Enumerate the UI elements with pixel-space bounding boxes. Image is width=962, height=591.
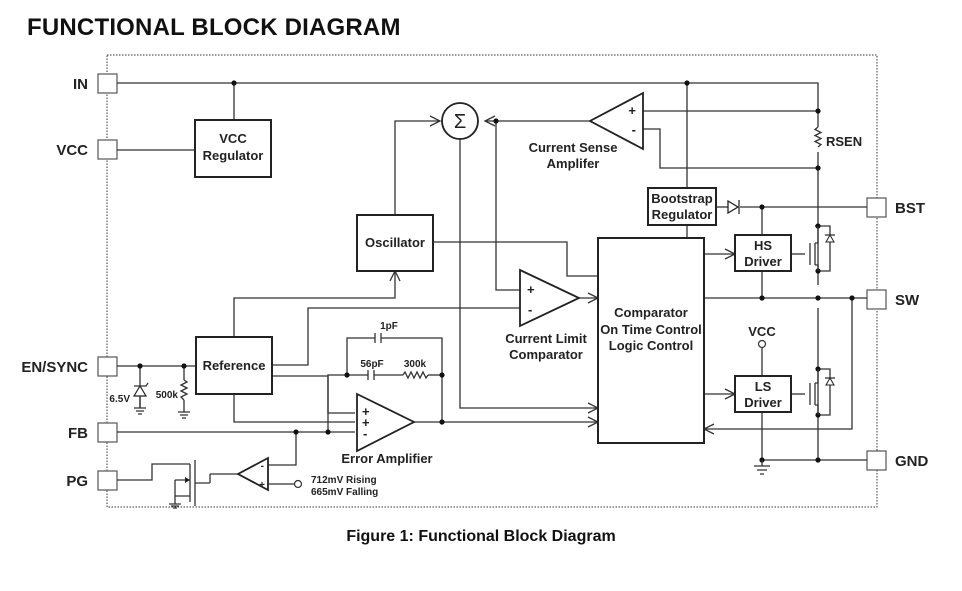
junction-dots bbox=[137, 80, 855, 463]
pin-bst: BST bbox=[866, 197, 925, 218]
svg-text:-: - bbox=[363, 426, 367, 441]
pg-mosfet-icon bbox=[169, 460, 211, 509]
svg-text:Amplifer: Amplifer bbox=[547, 156, 600, 171]
svg-text:665mV Falling: 665mV Falling bbox=[311, 487, 378, 498]
ls-vcc-node: VCC bbox=[748, 324, 776, 349]
svg-text:Comparator: Comparator bbox=[509, 347, 583, 362]
pin-fb: FB bbox=[68, 422, 118, 443]
pin-bst-label: BST bbox=[895, 200, 925, 217]
resistor-500k: 500k bbox=[156, 379, 190, 419]
pin-pg-label: PG bbox=[66, 473, 88, 490]
hs-mosfet-icon bbox=[815, 226, 835, 271]
svg-text:RSEN: RSEN bbox=[826, 134, 862, 149]
svg-text:HS: HS bbox=[754, 238, 772, 253]
diagram-heading: FUNCTIONAL BLOCK DIAGRAM bbox=[27, 14, 401, 41]
ls-driver-block: LS Driver bbox=[734, 375, 792, 413]
ground-icon bbox=[754, 460, 770, 475]
chip-boundary bbox=[106, 54, 878, 508]
capacitor-56pf: 56pF bbox=[360, 359, 384, 380]
svg-text:+: + bbox=[259, 480, 265, 491]
reference-node-icon bbox=[293, 479, 303, 489]
summing-junction: Σ bbox=[441, 102, 479, 140]
power-good-comparator: - + 712mV Rising 665mV Falling bbox=[236, 456, 378, 498]
pin-en-sync: EN/SYNC bbox=[21, 356, 118, 377]
svg-text:+: + bbox=[628, 103, 636, 118]
svg-text:-: - bbox=[528, 302, 532, 317]
svg-text:Current Limit: Current Limit bbox=[505, 331, 587, 346]
figure-caption: Figure 1: Functional Block Diagram bbox=[346, 528, 616, 545]
wires bbox=[117, 82, 867, 485]
svg-text:712mV Rising: 712mV Rising bbox=[311, 475, 377, 486]
svg-text:+: + bbox=[362, 415, 370, 430]
bootstrap-regulator-block: Bootstrap Regulator bbox=[647, 187, 717, 226]
svg-text:Bootstrap: Bootstrap bbox=[651, 191, 712, 206]
svg-text:Regulator: Regulator bbox=[652, 207, 713, 222]
svg-text:+: + bbox=[527, 282, 535, 297]
sigma-icon: Σ bbox=[454, 111, 466, 133]
resistor-300k: 300k bbox=[402, 359, 429, 380]
current-sense-amplifier: + - Current Sense Amplifer bbox=[529, 91, 644, 171]
pin-vcc: VCC bbox=[56, 139, 118, 160]
pin-sw-label: SW bbox=[895, 292, 920, 309]
pin-en-sync-label: EN/SYNC bbox=[21, 359, 88, 376]
current-limit-comparator: + - Current Limit Comparator bbox=[505, 268, 587, 362]
svg-text:Error Amplifier: Error Amplifier bbox=[341, 451, 432, 466]
svg-text:Logic Control: Logic Control bbox=[609, 338, 694, 353]
capacitor-1pf: 1pF bbox=[374, 321, 398, 343]
pin-in: IN bbox=[73, 73, 118, 94]
svg-text:Regulator: Regulator bbox=[203, 148, 264, 163]
svg-text:VCC: VCC bbox=[748, 324, 776, 339]
bootstrap-diode-icon bbox=[727, 199, 740, 215]
pin-in-label: IN bbox=[73, 76, 88, 93]
svg-text:On Time Control: On Time Control bbox=[600, 322, 702, 337]
pin-gnd-label: GND bbox=[895, 453, 929, 470]
svg-text:300k: 300k bbox=[404, 359, 427, 370]
svg-text:Oscillator: Oscillator bbox=[365, 235, 425, 250]
svg-text:Current Sense: Current Sense bbox=[529, 140, 618, 155]
control-logic-block: Comparator On Time Control Logic Control bbox=[597, 237, 705, 444]
zener-diode-icon: 6.5V bbox=[109, 382, 149, 415]
svg-text:VCC: VCC bbox=[219, 131, 247, 146]
error-amplifier: + + - Error Amplifier bbox=[341, 392, 433, 466]
ls-mosfet-icon bbox=[815, 369, 835, 415]
svg-text:500k: 500k bbox=[156, 390, 179, 401]
svg-text:Driver: Driver bbox=[744, 395, 782, 410]
svg-text:-: - bbox=[261, 461, 264, 472]
svg-text:56pF: 56pF bbox=[360, 359, 383, 370]
svg-text:-: - bbox=[632, 122, 636, 137]
reference-block: Reference bbox=[195, 336, 273, 395]
svg-text:Driver: Driver bbox=[744, 254, 782, 269]
svg-text:Reference: Reference bbox=[203, 358, 266, 373]
pin-gnd: GND bbox=[866, 450, 929, 471]
vcc-regulator-block: VCC Regulator bbox=[194, 119, 272, 178]
oscillator-block: Oscillator bbox=[356, 214, 434, 272]
hs-driver-block: HS Driver bbox=[734, 234, 792, 272]
svg-text:Comparator: Comparator bbox=[614, 305, 688, 320]
svg-text:+: + bbox=[362, 404, 370, 419]
pin-vcc-label: VCC bbox=[56, 142, 88, 159]
svg-text:6.5V: 6.5V bbox=[109, 394, 130, 405]
svg-text:1pF: 1pF bbox=[380, 321, 398, 332]
rsen-resistor: RSEN bbox=[813, 126, 862, 149]
pin-sw: SW bbox=[866, 289, 920, 310]
svg-text:LS: LS bbox=[755, 379, 772, 394]
pin-fb-label: FB bbox=[68, 425, 88, 442]
pin-pg: PG bbox=[66, 470, 118, 491]
